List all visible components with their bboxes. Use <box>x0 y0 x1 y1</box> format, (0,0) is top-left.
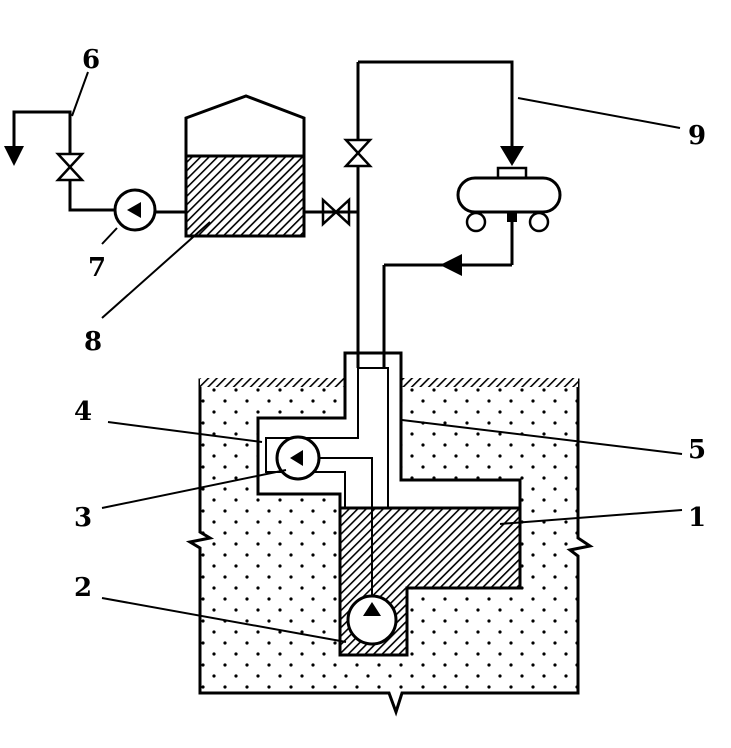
outlet-line-6 <box>4 110 72 166</box>
pump-icon <box>127 202 141 218</box>
valve-vertical <box>343 138 373 168</box>
leader-lines <box>71 71 683 643</box>
transfer-pump-7 <box>68 180 186 232</box>
label-8: 8 <box>84 327 102 357</box>
line-9 <box>358 60 524 166</box>
pump-3 <box>275 435 321 481</box>
flow-arrow-icon <box>4 146 24 166</box>
flow-arrow-icon <box>440 254 462 276</box>
label-1: 1 <box>688 503 706 533</box>
label-7: 7 <box>88 253 106 283</box>
riser-pipes <box>356 62 514 368</box>
label-3: 3 <box>74 503 92 533</box>
label-2: 2 <box>74 573 92 603</box>
compressor <box>456 166 562 233</box>
pump-icon <box>290 450 303 466</box>
valve-6 <box>55 152 85 182</box>
label-9: 9 <box>688 121 706 151</box>
flow-arrow-icon <box>363 602 381 616</box>
label-4: 4 <box>74 397 92 427</box>
label-6: 6 <box>82 45 100 75</box>
storage-tank-8 <box>184 94 306 238</box>
pump-discharge-pipe <box>319 457 373 596</box>
submersible-pump-2 <box>346 594 398 646</box>
label-5: 5 <box>688 435 706 465</box>
flow-arrow-icon <box>500 146 524 166</box>
